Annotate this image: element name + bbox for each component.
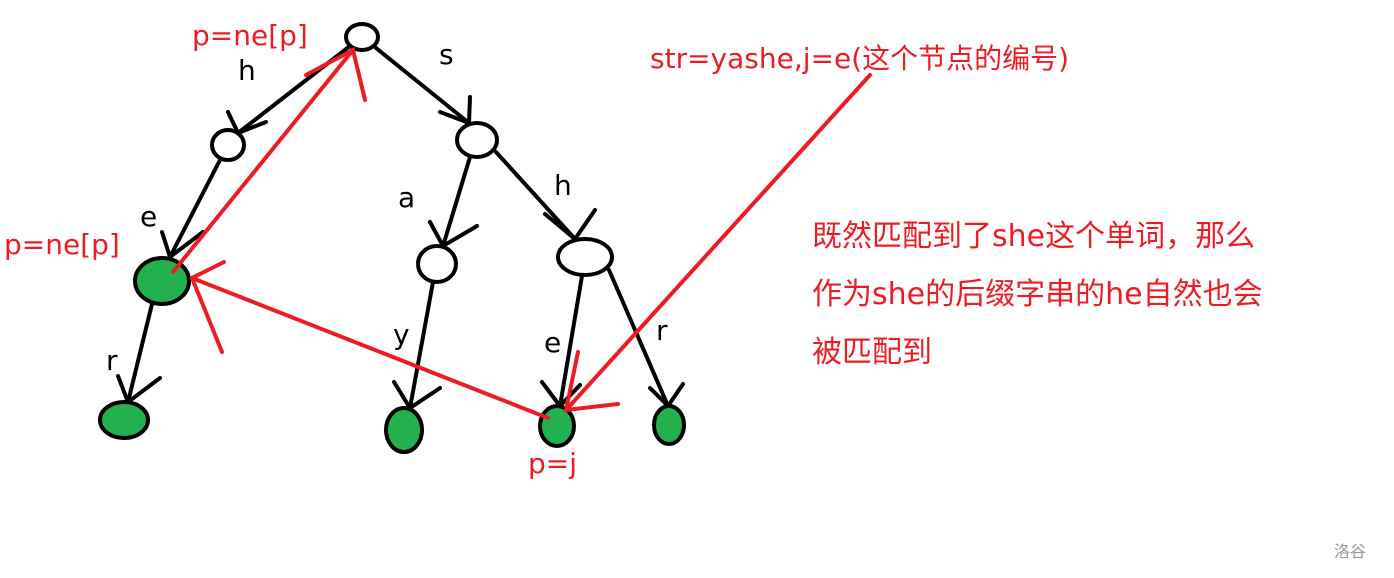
edge-a-y	[408, 280, 435, 410]
edge-label: a	[398, 181, 415, 214]
she-node-label: p=j	[528, 447, 577, 480]
edge-label: h	[238, 54, 256, 87]
explanation-line: 作为she的后缀字串的he自然也会	[812, 277, 1263, 312]
node-root	[344, 22, 380, 52]
watermark: 洛谷	[1334, 542, 1367, 561]
node-sa	[416, 244, 458, 284]
edge-sh-e	[558, 274, 584, 408]
node-shr-terminal	[652, 404, 686, 446]
edge-label: r	[106, 344, 118, 377]
node-say-terminal	[384, 406, 424, 454]
edge-label: e	[140, 200, 157, 233]
explanation-line: 被匹配到	[812, 335, 932, 370]
annotations: p=ne[p] p=ne[p] p=j str=yashe,j=e(这个节点的编…	[4, 19, 1069, 480]
edge-s-a	[441, 155, 472, 248]
edge-label: h	[554, 169, 572, 202]
trie-edges	[116, 44, 685, 411]
edge-labels: h s e a h r y e r	[106, 38, 668, 377]
node-s	[455, 121, 499, 159]
edge-label: r	[656, 314, 668, 347]
explanation-text: 既然匹配到了she这个单词，那么 作为she的后缀字串的he自然也会 被匹配到	[812, 208, 1372, 382]
edge-e-r	[126, 302, 154, 404]
he-jump-label: p=ne[p]	[4, 228, 120, 261]
node-sh	[556, 237, 614, 277]
fail-arrows	[171, 47, 872, 420]
edge-sh-r	[607, 268, 670, 408]
edge-label: y	[393, 318, 410, 351]
edge-label: s	[439, 38, 454, 71]
edge-label: e	[544, 326, 561, 359]
pointer-arrow-j	[564, 73, 872, 412]
arrowhead	[563, 350, 620, 413]
explanation-line: 既然匹配到了she这个单词，那么	[812, 219, 1256, 254]
arrowhead	[648, 382, 685, 410]
arrowhead	[392, 380, 442, 411]
arrowhead	[304, 47, 367, 102]
edge-root-s	[374, 46, 471, 125]
arrowhead	[226, 110, 240, 135]
arrowhead	[189, 260, 226, 354]
fail-arrow-she-to-he	[190, 276, 550, 420]
root-jump-label: p=ne[p]	[192, 19, 308, 52]
trie-nodes	[98, 22, 686, 454]
edge-s-h	[494, 150, 577, 241]
arrowhead	[428, 220, 479, 249]
node-her-terminal	[98, 400, 150, 440]
node-she-terminal	[538, 404, 576, 448]
str-note: str=yashe,j=e(这个节点的编号)	[650, 42, 1069, 75]
arrowhead	[116, 374, 162, 406]
node-h	[210, 128, 246, 162]
edge-h-e	[168, 158, 222, 259]
fail-arrow-he-to-root	[171, 48, 355, 274]
